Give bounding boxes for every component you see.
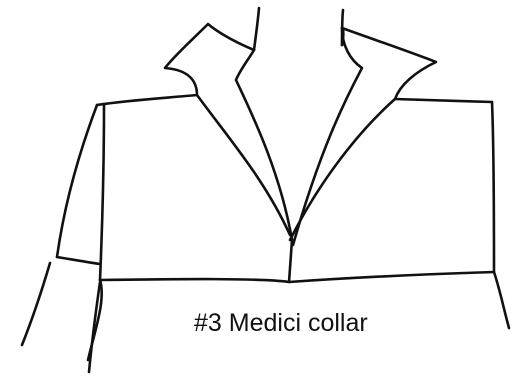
right-collar-inner (293, 28, 362, 245)
right-bodice-side (492, 102, 494, 272)
left-sleeve-band (57, 257, 100, 264)
lower-left-side (89, 282, 100, 372)
right-sleeve-outer (494, 272, 509, 328)
center-front-line (289, 240, 292, 282)
left-sleeve-outer (57, 105, 97, 257)
left-shoulder (97, 95, 197, 105)
caption: #3 Medici collar (194, 311, 368, 336)
left-cuff-outer (22, 263, 50, 345)
neck-left-line (254, 8, 259, 50)
right-collar-outer (290, 28, 436, 240)
right-shoulder (395, 99, 492, 102)
left-collar-inner (236, 50, 292, 240)
waist-seam (100, 272, 494, 282)
left-bodice-side (100, 105, 104, 280)
left-collar-outer (165, 24, 290, 235)
